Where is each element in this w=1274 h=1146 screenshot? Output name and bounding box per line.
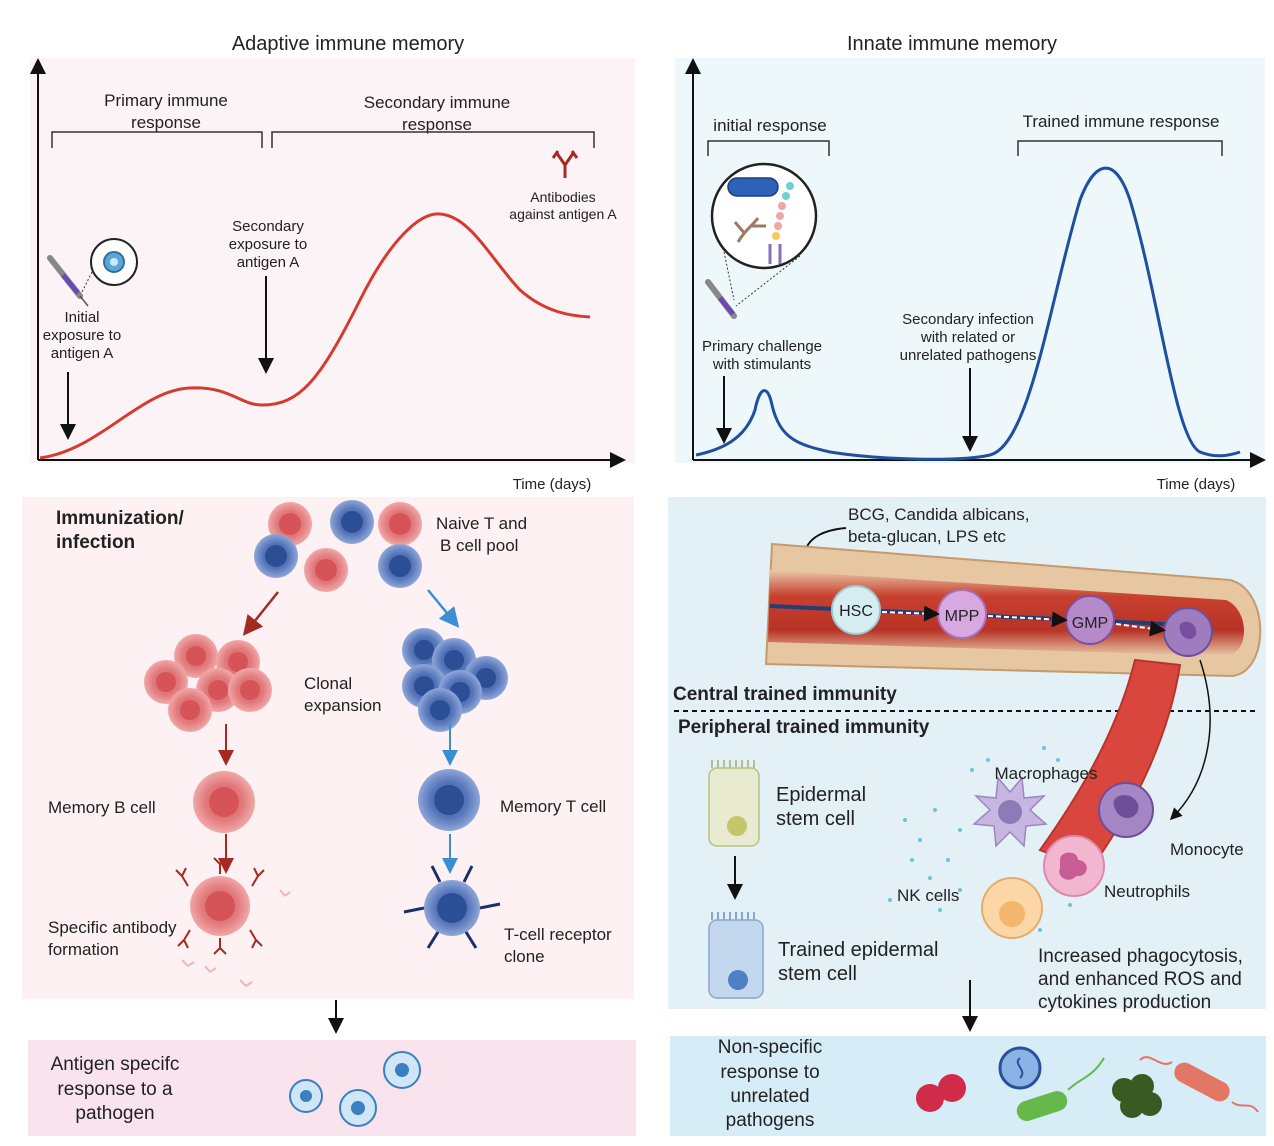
adaptive-outcome-box — [28, 1040, 636, 1136]
trained-epidermal-stem-cell — [708, 912, 764, 999]
immunization-label-2: infection — [56, 532, 135, 553]
trained-epidermal-label-2: stem cell — [778, 963, 857, 985]
gmp-label: GMP — [1072, 615, 1108, 632]
adaptive-primary-label-2: response — [131, 113, 201, 132]
effects-label-2: and enhanced ROS and — [1038, 969, 1242, 990]
adaptive-secondary-label-1: Secondary immune — [364, 93, 510, 112]
naive-cell-pool — [254, 500, 422, 592]
bacteria-icon — [727, 177, 779, 197]
neutrophil-icon — [1043, 835, 1105, 897]
secondary-exposure-label-3: antigen A — [237, 254, 300, 271]
innate-syringe-icon — [705, 279, 737, 319]
tcr-clone-label-2: clone — [504, 947, 545, 966]
secondary-infection-label-1: Secondary infection — [902, 311, 1034, 328]
stem-cell-chain — [831, 585, 1213, 657]
adaptive-outcome-label-3: pathogen — [75, 1103, 154, 1124]
nk-cells-label: NK cells — [897, 886, 959, 905]
trained-response-label: Trained immune response — [1023, 112, 1220, 131]
immunization-label-1: Immunization/ — [56, 508, 184, 529]
initial-exposure-label-3: antigen A — [51, 345, 114, 362]
mpp-label: MPP — [945, 608, 980, 625]
initial-exposure-label-1: Initial — [64, 309, 99, 326]
stimulants-label-1: BCG, Candida albicans, — [848, 505, 1029, 524]
antibody-icon — [551, 150, 579, 178]
innate-outcome-label-4: pathogens — [726, 1110, 815, 1131]
antibodies-label-1: Antibodies — [530, 189, 595, 205]
innate-response-curve — [695, 166, 1241, 461]
hsc-label: HSC — [839, 603, 873, 620]
adaptive-secondary-label-2: response — [402, 115, 472, 134]
adaptive-outcome-label-2: response to a — [57, 1079, 173, 1100]
central-trained-label: Central trained immunity — [673, 684, 897, 705]
b-cell-clones — [144, 634, 272, 732]
t-cell-receptor-clone — [403, 865, 501, 949]
clonal-expansion-label-2: expansion — [304, 696, 382, 715]
primary-challenge-label-2: with stimulants — [712, 356, 811, 373]
adaptive-title: Adaptive immune memory — [232, 33, 464, 55]
fungus-icon — [733, 217, 766, 243]
monocyte-label: Monocyte — [1170, 840, 1244, 859]
adaptive-primary-bracket — [51, 131, 263, 148]
pathogen-virus-icons — [289, 1051, 421, 1127]
initial-response-label: initial response — [713, 116, 826, 135]
memory-t-label: Memory T cell — [500, 797, 606, 816]
mixed-pathogen-icons — [916, 1046, 1259, 1121]
epidermal-label-1: Epidermal — [776, 784, 866, 806]
beta-glucan-chain-icon — [768, 182, 794, 264]
nk-cell-icon — [981, 877, 1043, 939]
stimulants-label-2: beta-glucan, LPS etc — [848, 527, 1006, 546]
innate-outcome-label-3: unrelated — [730, 1086, 809, 1107]
adaptive-time-axis-label: Time (days) — [513, 476, 592, 493]
epidermal-label-2: stem cell — [776, 808, 855, 830]
memory-b-cell — [193, 771, 255, 833]
innate-outcome-label-2: response to — [720, 1062, 819, 1083]
neutrophils-label: Neutrophils — [1104, 882, 1190, 901]
plasma-cell-with-antibodies — [175, 857, 291, 987]
tcr-clone-label-1: T-cell receptor — [504, 925, 612, 944]
innate-outcome-label-1: Non-specific — [718, 1037, 823, 1058]
peripheral-trained-label: Peripheral trained immunity — [678, 717, 930, 738]
t-cell-expansion-arrow — [427, 589, 460, 628]
initial-exposure-label-2: exposure to — [43, 327, 121, 344]
adaptive-primary-label-1: Primary immune — [104, 91, 228, 110]
initial-response-bracket — [707, 140, 830, 156]
innate-time-axis-label: Time (days) — [1157, 476, 1236, 493]
secondary-infection-label-3: unrelated pathogens — [900, 347, 1037, 364]
naive-pool-label-1: Naive T and — [436, 514, 527, 533]
clonal-expansion-label-1: Clonal — [304, 674, 352, 693]
monocyte-icon — [1098, 782, 1154, 838]
zoom-dash-3 — [735, 255, 801, 307]
memory-b-label: Memory B cell — [48, 798, 156, 817]
antibodies-label-2: against antigen A — [509, 206, 617, 222]
innate-title: Innate immune memory — [847, 33, 1057, 55]
adaptive-outcome-label-1: Antigen specifc — [51, 1054, 180, 1075]
innate-outcome-box — [670, 1036, 1266, 1136]
adaptive-secondary-bracket — [271, 131, 595, 148]
naive-pool-label-2: B cell pool — [440, 536, 518, 555]
secondary-exposure-label-1: Secondary — [232, 218, 304, 235]
primary-challenge-label-1: Primary challenge — [702, 338, 822, 355]
syringe-icon — [47, 255, 89, 307]
b-cell-expansion-arrow — [242, 591, 279, 636]
macrophage-icon — [972, 776, 1048, 848]
epidermal-stem-cell — [708, 760, 760, 847]
trained-response-bracket — [1017, 140, 1223, 156]
cytokine-dots — [888, 746, 1072, 932]
monocyte-arrow — [1169, 659, 1211, 821]
secondary-infection-label-2: with related or — [920, 329, 1015, 346]
trained-epidermal-label-1: Trained epidermal — [778, 939, 938, 961]
antigen-virus-icon — [103, 251, 125, 273]
antibody-formation-label-1: Specific antibody — [48, 918, 177, 937]
memory-t-cell — [418, 769, 480, 831]
secondary-exposure-label-2: exposure to — [229, 236, 307, 253]
effects-label-1: Increased phagocytosis, — [1038, 946, 1243, 967]
adaptive-response-curve — [39, 212, 591, 460]
antibody-formation-label-2: formation — [48, 940, 119, 959]
effects-label-3: cytokines production — [1038, 992, 1211, 1013]
zoom-dash-2 — [723, 251, 735, 301]
t-cell-clones — [402, 628, 508, 732]
macrophages-label: Macrophages — [994, 764, 1097, 783]
